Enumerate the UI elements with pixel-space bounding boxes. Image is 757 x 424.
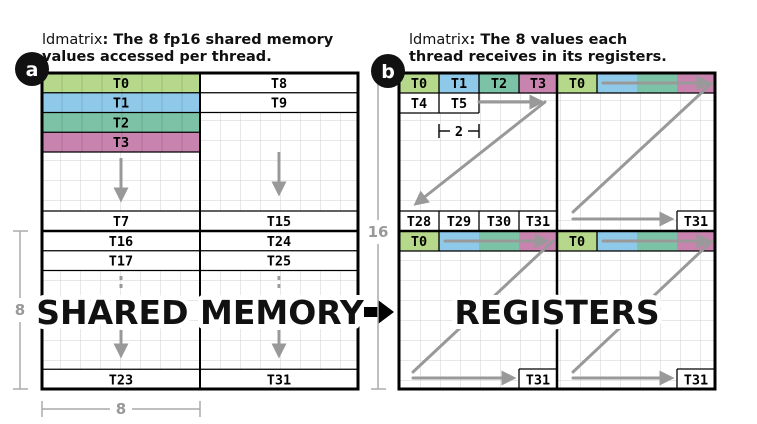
q3-last-label: T31 bbox=[526, 373, 550, 389]
badge-b bbox=[371, 54, 405, 88]
reg-t29: T29 bbox=[447, 214, 471, 230]
cell-t1: T1 bbox=[113, 96, 129, 112]
reg-t5: T5 bbox=[451, 96, 467, 112]
cell-t15: T15 bbox=[267, 214, 291, 230]
cell-t25: T25 bbox=[267, 254, 291, 270]
q4-first-label: T0 bbox=[569, 234, 585, 250]
cell-t31: T31 bbox=[267, 373, 291, 389]
cell-t8: T8 bbox=[271, 76, 287, 92]
height-dimension bbox=[13, 230, 28, 390]
shared-memory-label: SHARED MEMORY bbox=[36, 293, 365, 332]
reg-t28: T28 bbox=[407, 214, 431, 230]
q2-last-label: T31 bbox=[684, 214, 708, 230]
height-label: 8 bbox=[15, 301, 25, 319]
panel-b-title-line2: thread receives in its registers. bbox=[409, 49, 667, 65]
stride-marker bbox=[438, 124, 480, 138]
register-height-label: 16 bbox=[368, 223, 389, 241]
stride-label: 2 bbox=[455, 124, 463, 140]
panel-a-title-line1: ldmatrix: The 8 fp16 shared memory bbox=[42, 32, 334, 48]
cell-t3: T3 bbox=[113, 135, 129, 151]
panel-a-title-line2: values accessed per thread. bbox=[42, 49, 272, 65]
row-t3-highlight bbox=[42, 132, 200, 152]
panel-a: ldmatrix: The 8 fp16 shared memory value… bbox=[13, 32, 370, 418]
registers-label: REGISTERS bbox=[454, 293, 659, 332]
q2-first-label: T0 bbox=[569, 76, 585, 92]
row-t2-highlight bbox=[42, 112, 200, 133]
reg-t2: T2 bbox=[491, 76, 507, 92]
reg-t1: T1 bbox=[451, 76, 467, 92]
cell-t23: T23 bbox=[109, 373, 133, 389]
badge-a-letter: a bbox=[26, 59, 39, 81]
panel-b-title-line1: ldmatrix: The 8 values each bbox=[409, 32, 627, 48]
cell-t17: T17 bbox=[109, 254, 133, 270]
transfer-arrow-icon bbox=[364, 300, 394, 324]
register-height-dimension bbox=[371, 73, 386, 390]
width-dimension bbox=[41, 401, 201, 417]
reg-t30: T30 bbox=[487, 214, 511, 230]
panel-b: ldmatrix: The 8 values each thread recei… bbox=[368, 32, 717, 391]
width-label: 8 bbox=[116, 400, 126, 418]
reg-t4: T4 bbox=[411, 96, 427, 112]
reg-t0: T0 bbox=[411, 76, 427, 92]
q3-first-label: T0 bbox=[411, 234, 427, 250]
row-t1-highlight bbox=[42, 92, 200, 113]
q4-last-label: T31 bbox=[684, 373, 708, 389]
cell-t16: T16 bbox=[109, 234, 133, 250]
reg-t31: T31 bbox=[526, 214, 550, 230]
cell-t9: T9 bbox=[271, 96, 287, 112]
reg-t3: T3 bbox=[530, 76, 546, 92]
cell-t24: T24 bbox=[267, 234, 291, 250]
cell-t0: T0 bbox=[113, 76, 129, 92]
row-t0-highlight bbox=[42, 73, 200, 93]
badge-a bbox=[15, 52, 49, 86]
badge-b-letter: b bbox=[381, 61, 395, 83]
cell-t7: T7 bbox=[113, 214, 129, 230]
cell-t2: T2 bbox=[113, 116, 129, 132]
